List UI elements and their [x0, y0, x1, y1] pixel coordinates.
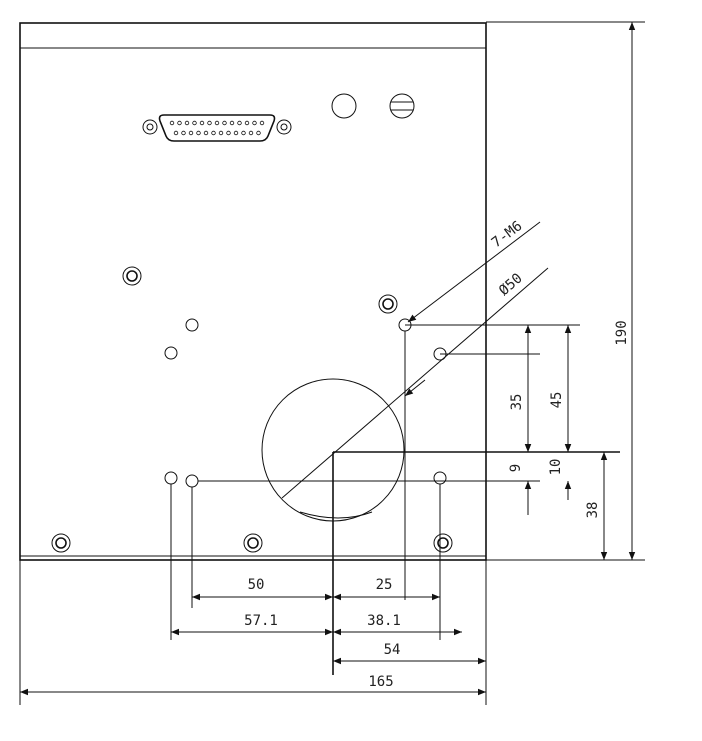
dim-label-190: 190: [614, 320, 630, 345]
leader-dia-50: [281, 267, 549, 499]
dsub-pin: [248, 130, 254, 136]
dsub-pin: [229, 120, 235, 126]
dsub-pin: [192, 120, 197, 126]
reference-lines: [19, 21, 645, 705]
tapped-holes: [164, 318, 447, 488]
dim-label-35: 35: [509, 394, 525, 411]
callout-dia-50: Ø50: [496, 270, 526, 299]
dsub-pin: [252, 120, 257, 126]
dim-label-10: 10: [548, 459, 564, 476]
dsub-pin: [256, 130, 261, 136]
mounting-hole-upper-right: [378, 294, 398, 314]
round-plug: [331, 93, 357, 119]
mounting-hole-bottom-middle: [243, 533, 263, 553]
dsub-pin: [259, 120, 265, 126]
dsub-pin: [184, 120, 190, 126]
dsub-pin: [244, 120, 250, 126]
dsub-pin: [203, 130, 209, 136]
dsub-pin: [173, 130, 179, 136]
mounting-hole-bottom-left: [51, 533, 71, 553]
mounting-hole-bottom-right: [433, 533, 453, 553]
dim-label-165: 165: [368, 674, 393, 690]
dim-label-57-1: 57.1: [244, 613, 278, 629]
dsub-pin: [214, 120, 220, 126]
slotted-plug: [389, 93, 415, 119]
dsub-pin: [177, 120, 182, 126]
dsub-pin: [218, 130, 224, 136]
dimension-lines: [20, 22, 636, 696]
dsub-pin: [237, 120, 242, 126]
dsub-pin: [233, 130, 239, 136]
dim-label-45: 45: [549, 392, 565, 409]
dsub-pin: [181, 130, 186, 136]
dsub-pin: [222, 120, 227, 126]
dim-label-9: 9: [508, 464, 524, 472]
dsub-pin: [188, 130, 194, 136]
dsub-pin: [169, 120, 175, 126]
dim-label-38: 38: [585, 502, 601, 519]
dsub-pin: [211, 130, 216, 136]
dim-label-50: 50: [248, 577, 265, 593]
leader-7-m6: [407, 221, 541, 323]
dsub-pin: [196, 130, 201, 136]
dsub-pin: [207, 120, 212, 126]
dsub-pin: [226, 130, 231, 136]
dsub-pin: [199, 120, 205, 126]
dsub-connector: [142, 114, 292, 142]
dsub-pin: [241, 130, 246, 136]
dim-label-38-1: 38.1: [367, 613, 401, 629]
dim-label-54: 54: [384, 642, 401, 658]
dim-label-25: 25: [376, 577, 393, 593]
plate-outline: [19, 22, 487, 561]
callout-7-m6: 7-M6: [489, 218, 526, 251]
mounting-hole-left: [122, 266, 142, 286]
